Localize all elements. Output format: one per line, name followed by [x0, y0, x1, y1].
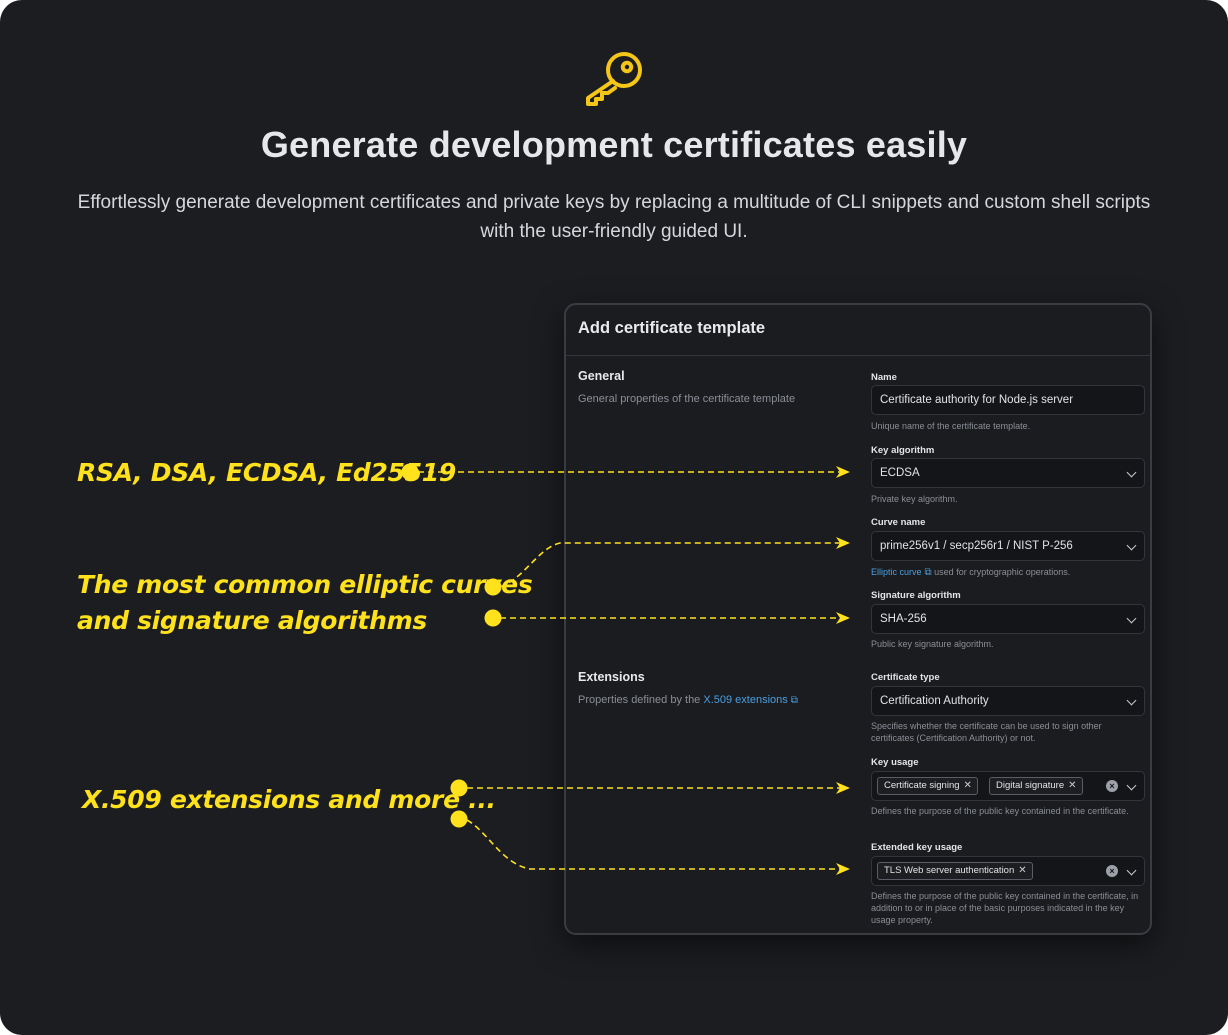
chevron-down-icon — [1126, 540, 1137, 551]
chevron-down-icon — [1126, 695, 1137, 706]
curve-name-value: prime256v1 / secp256r1 / NIST P-256 — [880, 540, 1073, 552]
general-section-description: General properties of the certificate te… — [578, 393, 796, 405]
key-algorithm-hint: Private key algorithm. — [871, 494, 958, 504]
clear-icon[interactable]: × — [1106, 780, 1118, 792]
name-label: Name — [871, 372, 897, 383]
key-usage-hint: Defines the purpose of the public key co… — [871, 806, 1129, 816]
certificate-type-value: Certification Authority — [880, 695, 989, 707]
external-link-icon: ⧉ — [924, 567, 932, 578]
general-section-title: General — [578, 369, 625, 383]
curve-name-hint: Elliptic curve⧉ used for cryptographic o… — [871, 566, 1145, 579]
extensions-description-text: Properties defined by the — [578, 694, 701, 706]
key-icon — [586, 52, 642, 106]
page-subtitle: Effortlessly generate development certif… — [77, 192, 1151, 242]
signature-algorithm-hint: Public key signature algorithm. — [871, 639, 994, 649]
extended-key-usage-multiselect[interactable]: TLS Web server authentication✕ × — [871, 856, 1145, 886]
x509-extensions-link[interactable]: X.509 extensions — [703, 694, 788, 706]
key-usage-multiselect[interactable]: Certificate signing✕ Digital signature✕ … — [871, 771, 1145, 801]
key-usage-label: Key usage — [871, 757, 919, 768]
close-icon[interactable]: ✕ — [963, 780, 972, 791]
key-usage-chip[interactable]: Certificate signing✕ — [877, 777, 978, 795]
chip-label: Certificate signing — [884, 780, 960, 791]
chevron-down-icon — [1126, 613, 1137, 624]
annotation-dot — [484, 609, 502, 627]
signature-algorithm-select[interactable]: SHA-256 — [871, 604, 1145, 634]
name-input[interactable]: Certificate authority for Node.js server — [871, 385, 1145, 415]
key-algorithm-value: ECDSA — [880, 467, 920, 479]
chevron-down-icon — [1126, 467, 1137, 478]
key-algorithm-select[interactable]: ECDSA — [871, 458, 1145, 488]
name-input-value: Certificate authority for Node.js server — [880, 394, 1074, 406]
add-certificate-template-dialog: Add certificate template General General… — [564, 303, 1152, 935]
signature-algorithm-label: Signature algorithm — [871, 590, 961, 601]
extensions-section-description: Properties defined by the X.509 extensio… — [578, 694, 798, 706]
chevron-down-icon — [1126, 865, 1137, 876]
extended-key-usage-chip[interactable]: TLS Web server authentication✕ — [877, 862, 1033, 880]
annotation-curves-line1: The most common elliptic curves — [77, 570, 533, 599]
curve-name-select[interactable]: prime256v1 / secp256r1 / NIST P-256 — [871, 531, 1145, 561]
certificate-type-hint: Specifies whether the certificate can be… — [871, 721, 1102, 743]
annotation-extensions: X.509 extensions and more ... — [82, 785, 496, 814]
chevron-down-icon — [1126, 780, 1137, 791]
chip-label: Digital signature — [996, 780, 1065, 791]
certificate-type-select[interactable]: Certification Authority — [871, 686, 1145, 716]
external-link-icon: ⧉ — [790, 695, 798, 706]
name-hint: Unique name of the certificate template. — [871, 421, 1031, 431]
annotation-algorithms: RSA, DSA, ECDSA, Ed25519 — [77, 458, 456, 487]
curve-name-label: Curve name — [871, 517, 926, 528]
close-icon[interactable]: ✕ — [1068, 780, 1077, 791]
annotation-curves-line2: and signature algorithms — [77, 606, 427, 635]
key-algorithm-label: Key algorithm — [871, 445, 935, 456]
curve-name-hint-text: used for cryptographic operations. — [934, 567, 1071, 577]
close-icon[interactable]: ✕ — [1018, 865, 1027, 876]
extensions-section-title: Extensions — [578, 670, 645, 684]
extended-key-usage-label: Extended key usage — [871, 842, 963, 853]
key-usage-chip[interactable]: Digital signature✕ — [989, 777, 1083, 795]
page-title: Generate development certificates easily — [260, 124, 968, 165]
chip-label: TLS Web server authentication — [884, 865, 1015, 876]
dialog-title: Add certificate template — [566, 305, 1150, 356]
extended-key-usage-hint: Defines the purpose of the public key co… — [871, 891, 1139, 925]
signature-algorithm-value: SHA-256 — [880, 613, 927, 625]
clear-icon[interactable]: × — [1106, 865, 1118, 877]
elliptic-curve-link[interactable]: Elliptic curve — [871, 567, 922, 577]
certificate-type-label: Certificate type — [871, 672, 940, 683]
